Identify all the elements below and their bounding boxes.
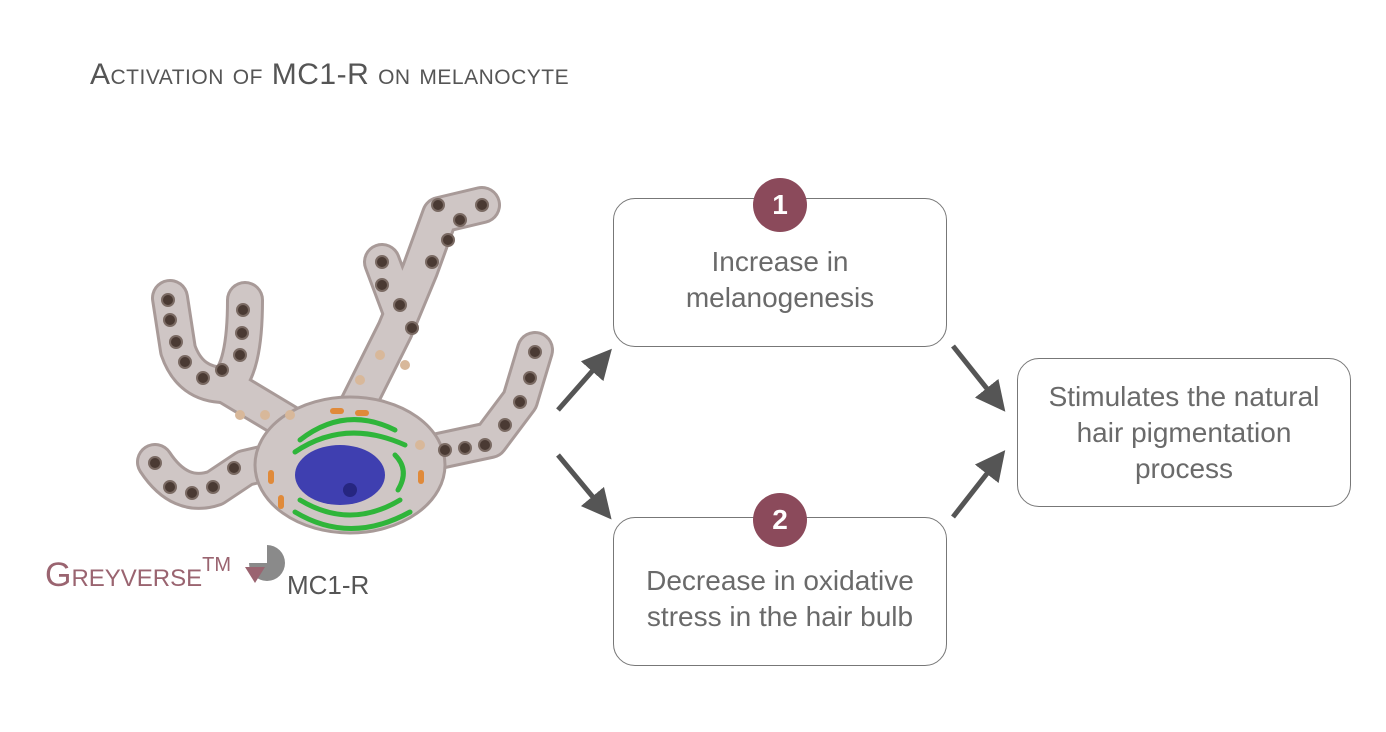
title-suffix: on melanocyte: [369, 58, 570, 91]
step1-text: Increase in melanogenesis: [685, 245, 875, 313]
receptor-label: MC1-R: [287, 570, 370, 600]
melanocyte-cell-illustration: [136, 186, 554, 535]
arrow-to-step1: [556, 348, 612, 412]
mc1r-receptor-icon: [245, 545, 285, 583]
arrow-step2-to-outcome: [951, 450, 1006, 519]
outcome-box: Stimulates the natural hair pigmentation…: [1017, 358, 1351, 507]
flow-arrows: [556, 344, 1006, 520]
immature-melanosomes: [235, 350, 425, 450]
step2-badge: 2: [753, 493, 807, 547]
page-title: Activation of MC1-R on melanocyte: [90, 58, 569, 92]
greyverse-label: GreyverseTM: [45, 554, 232, 595]
brand-name: Greyverse: [45, 556, 203, 594]
step2-text: Decrease in oxidative stress in the hair…: [646, 564, 914, 632]
nucleolus: [343, 483, 357, 497]
greyverse-triangle-icon: [245, 567, 265, 583]
melanosomes: [148, 198, 542, 500]
step1-badge: 1: [753, 178, 807, 232]
title-emphasis: MC1-R: [271, 58, 370, 91]
nucleus: [295, 445, 385, 505]
arrow-step1-to-outcome: [951, 344, 1006, 412]
trademark: TM: [202, 554, 232, 576]
endoplasmic-reticulum: [292, 417, 413, 531]
title-prefix: Activation of: [90, 58, 272, 91]
outcome-text: Stimulates the natural hair pigmentation…: [1048, 380, 1320, 484]
arrow-to-step2: [556, 453, 612, 520]
mitochondria: [268, 408, 424, 509]
